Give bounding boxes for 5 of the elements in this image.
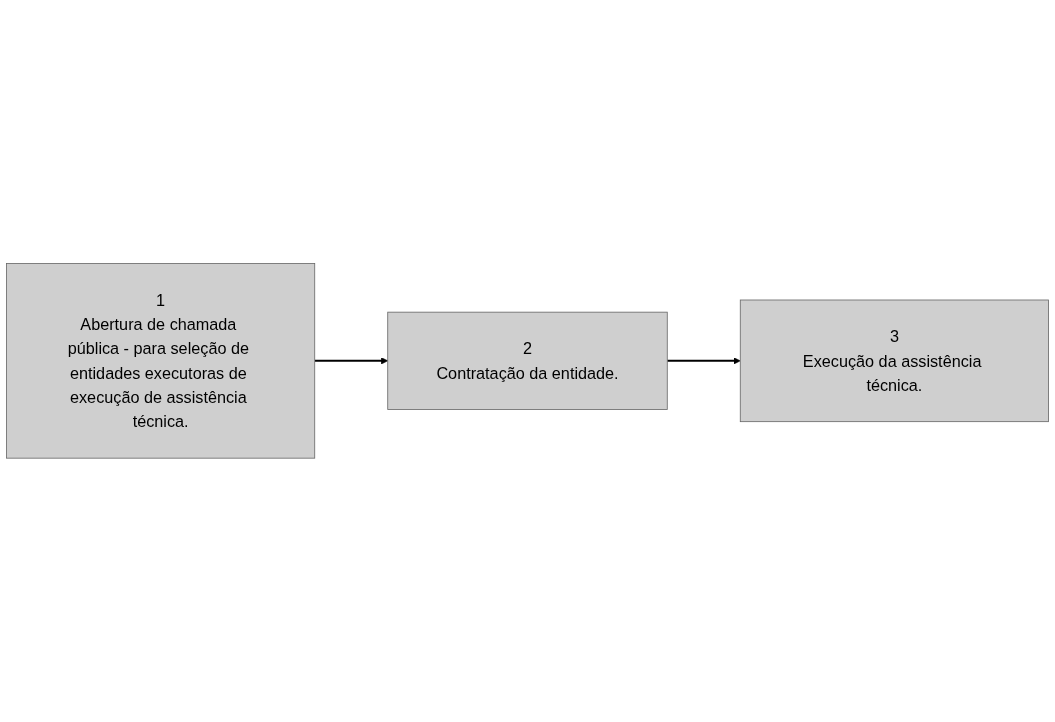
arrow bbox=[314, 357, 389, 365]
node-box: 2 Contratação da entidade. bbox=[387, 311, 668, 411]
arrow bbox=[667, 357, 741, 365]
node-box: 3 Execução da assistência técnica. bbox=[739, 299, 1049, 423]
node-box: 1 Abertura de chamada pública - para seleção de entidades executoras de execução de assistência técnica. bbox=[6, 263, 316, 459]
